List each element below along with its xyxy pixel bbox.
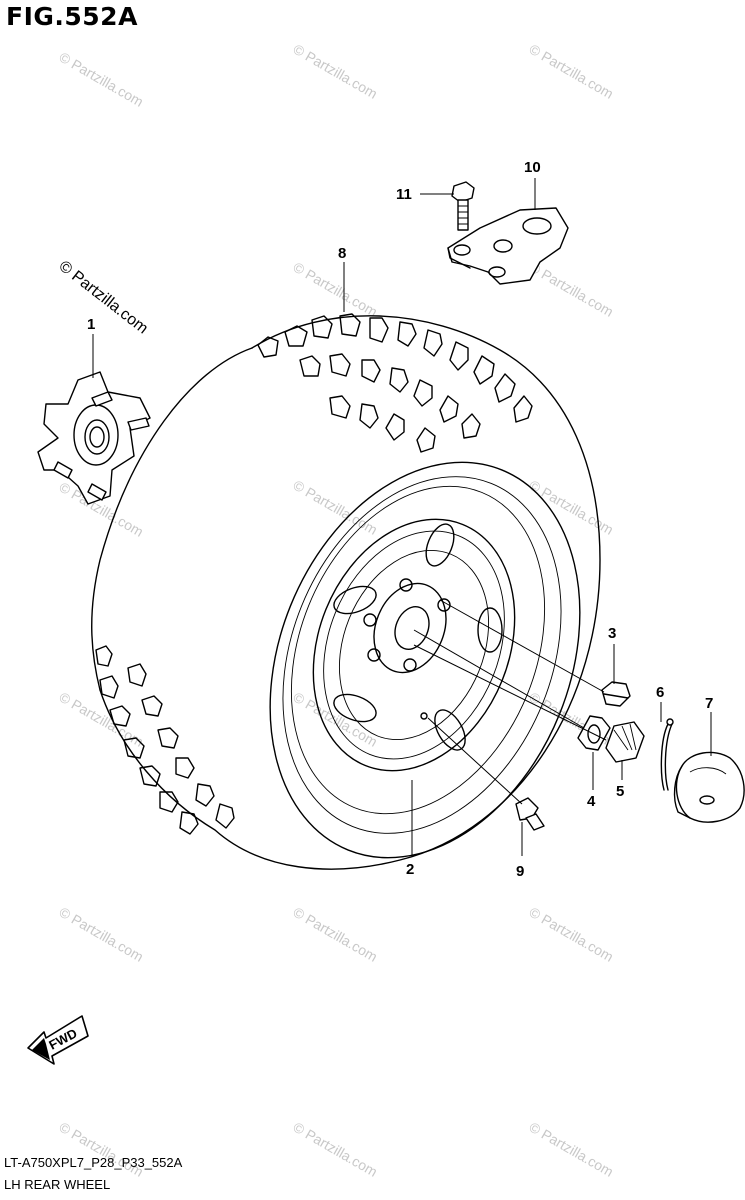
callout-6: 6 <box>656 684 664 701</box>
leader-lines <box>92 178 712 856</box>
tread-blocks <box>257 313 533 453</box>
valve <box>515 797 545 831</box>
figure-caption: LH REAR WHEEL <box>4 1177 111 1192</box>
figure-title: FIG.552A <box>6 2 138 31</box>
cotter-pin <box>660 718 674 791</box>
callout-1: 1 <box>87 316 95 333</box>
callout-8: 8 <box>338 245 346 262</box>
watermark: © Partzilla.com <box>291 1119 381 1180</box>
callout-labels: 1 2 3 4 5 6 7 8 9 10 11 <box>87 159 713 880</box>
watermark: © Partzilla.com <box>291 41 381 102</box>
callout-11: 11 <box>396 186 412 203</box>
watermark: © Partzilla.com <box>291 259 381 320</box>
watermark-dark: © Partzilla.com <box>56 258 151 338</box>
watermark: © Partzilla.com <box>57 49 147 110</box>
watermark: © Partzilla.com <box>527 41 617 102</box>
watermark: © Partzilla.com <box>291 477 381 538</box>
cap <box>673 751 745 823</box>
watermark: © Partzilla.com <box>57 689 147 750</box>
callout-4: 4 <box>587 793 596 810</box>
watermark: © Partzilla.com <box>527 477 617 538</box>
callout-7: 7 <box>705 695 713 712</box>
watermark: © Partzilla.com <box>291 904 381 965</box>
tire <box>91 313 601 870</box>
watermark: © Partzilla.com <box>527 1119 617 1180</box>
washer <box>577 715 611 751</box>
bolt <box>451 181 475 231</box>
nut <box>601 681 631 707</box>
watermark: © Partzilla.com <box>527 904 617 965</box>
callout-3: 3 <box>608 625 616 642</box>
hub <box>37 371 151 505</box>
callout-2: 2 <box>406 861 414 878</box>
watermark: © Partzilla.com <box>527 259 617 320</box>
watermark: © Partzilla.com <box>57 904 147 965</box>
figure-code: LT-A750XPL7_P28_P33_552A <box>4 1155 183 1170</box>
fwd-badge: FWD <box>27 1015 89 1065</box>
watermark: © Partzilla.com <box>57 1119 147 1180</box>
callout-9: 9 <box>516 863 524 880</box>
castle-nut <box>605 721 645 763</box>
callout-5: 5 <box>616 783 624 800</box>
callout-10: 10 <box>524 159 541 176</box>
bracket <box>447 207 569 285</box>
